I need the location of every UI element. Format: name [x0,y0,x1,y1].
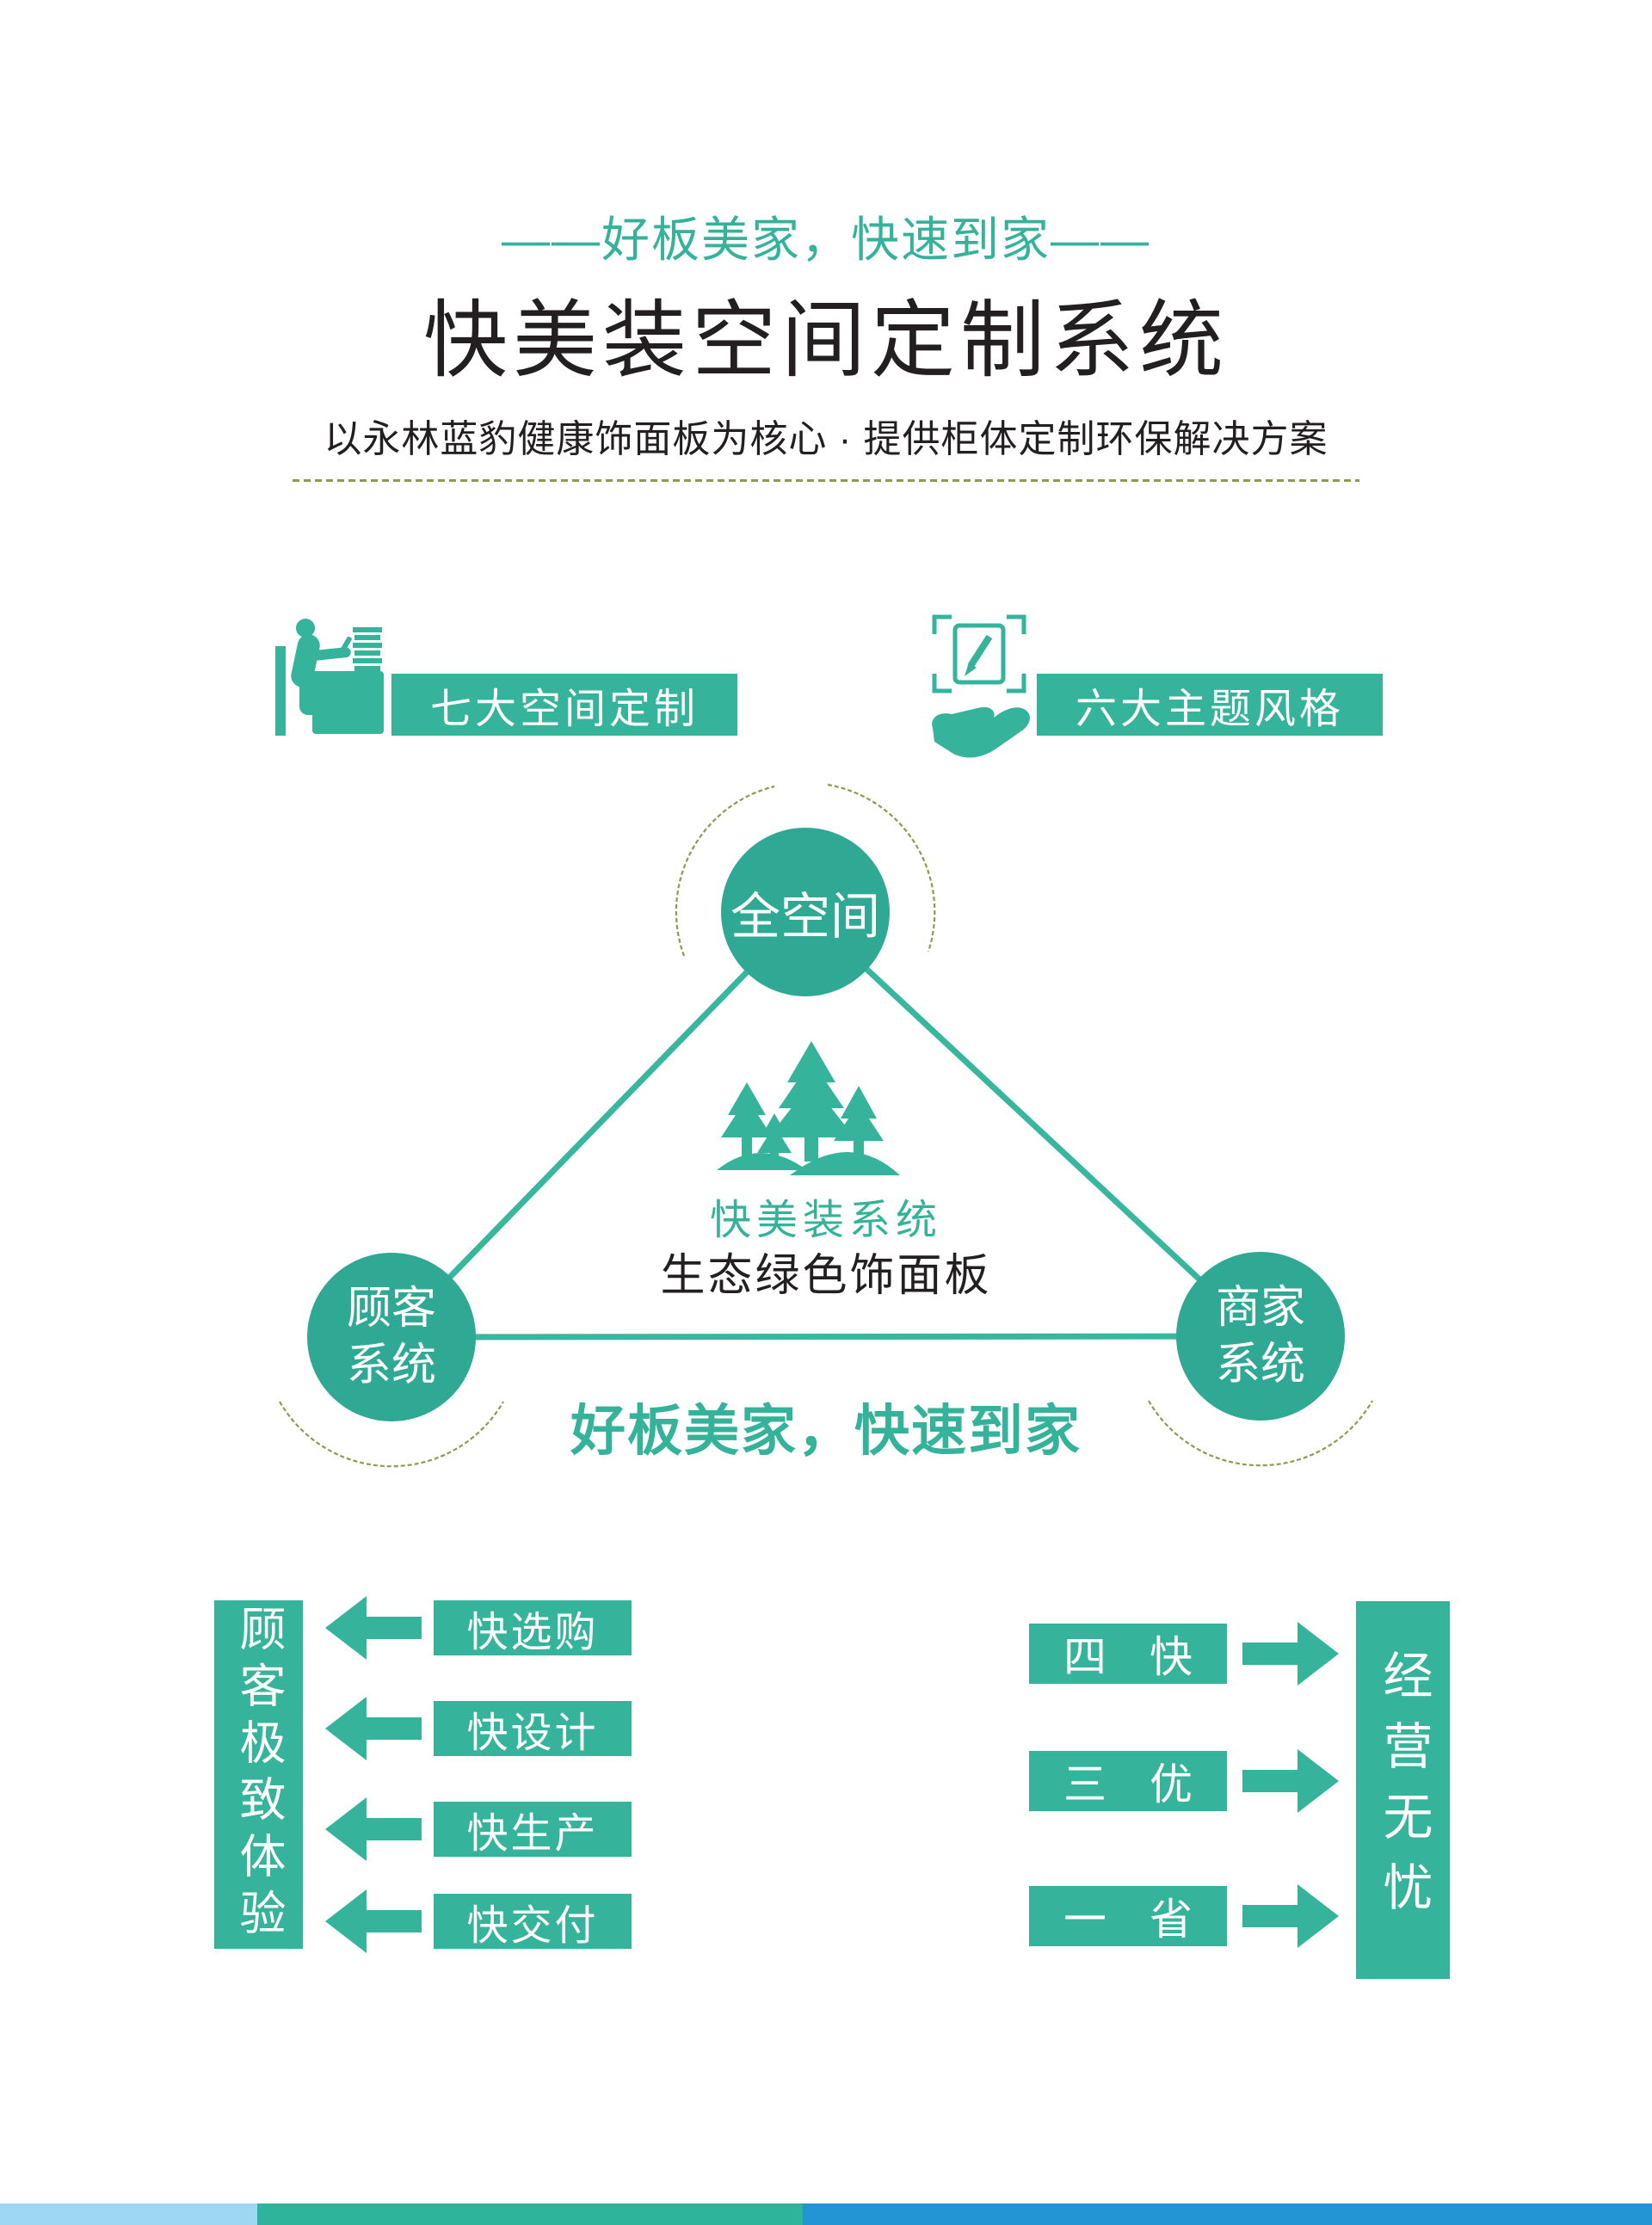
node-label-line2: 系统 [1215,1340,1305,1390]
feature-label-spaces: 七大空间定制 [391,674,737,736]
feature-label-styles: 六大主题风格 [1037,674,1383,736]
worry-free-business-bar: 经营无忧 [1356,1601,1450,1979]
flow-item-fast-production: 快生产 [434,1802,632,1857]
node-customer-system: 顾客 系统 [307,1253,476,1421]
right-arrow-icon [1242,1884,1339,1948]
pine-trees-icon [717,1041,900,1175]
design-hand-icon [932,614,1030,758]
page-title: 快美装空间定制系统 [422,293,1229,387]
customer-experience-bar: 顾客极致体验 [214,1600,303,1949]
flow-item-fast-design: 快设计 [434,1701,632,1756]
left-arrow-icon [325,1889,422,1953]
worry-free-business-label: 经营无忧 [1375,1649,1432,1932]
node-merchant-system: 商家 系统 [1176,1252,1345,1421]
node-all-space: 全空间 [721,828,890,996]
right-arrow-icon [1242,1749,1339,1813]
right-arrow-icon [1242,1622,1339,1686]
flow-item-one-save: 一 省 [1029,1886,1227,1946]
center-system-title: 快美装系统 [709,1198,942,1243]
person-desk-icon [275,619,384,736]
flow-item-fast-delivery: 快交付 [434,1894,632,1949]
node-label-line2: 系统 [346,1341,436,1390]
flow-item-fast-shopping: 快选购 [434,1600,632,1655]
diagram-slogan: 好板美家，快速到家 [570,1400,1082,1462]
node-label: 全空间 [730,889,880,945]
dashed-separator [293,479,1359,482]
left-arrow-icon [325,1797,422,1861]
node-label-line1: 商家 [1215,1283,1305,1333]
flow-item-four-fast: 四 快 [1029,1624,1227,1684]
page-subtitle: 以永林蓝豹健康饰面板为核心 · 提供柜体定制环保解决方案 [324,418,1328,460]
footer-bar-green [257,2203,803,2225]
flow-item-three-excellent: 三 优 [1029,1751,1227,1811]
customer-experience-label: 顾客极致体验 [232,1604,284,1945]
left-arrow-icon [325,1697,422,1760]
node-label-line1: 顾客 [346,1284,436,1334]
left-arrow-icon [325,1596,422,1660]
center-system-subtitle: 生态绿色饰面板 [660,1251,992,1301]
top-slogan: ——好板美家，快速到家—— [502,213,1150,267]
footer-bar-lightblue [0,2203,257,2225]
footer-bar-blue [803,2203,1652,2225]
